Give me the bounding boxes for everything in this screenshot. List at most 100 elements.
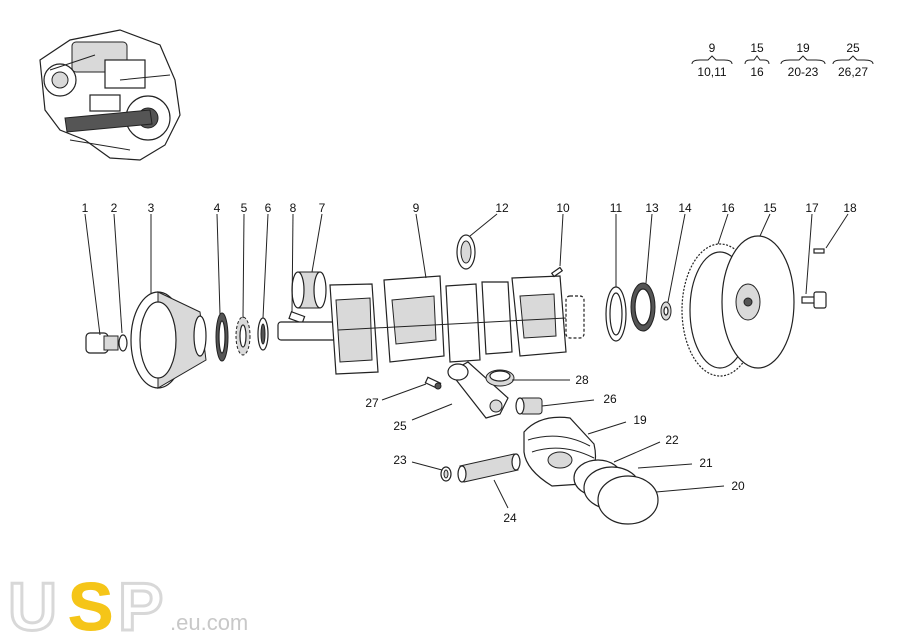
callout-21: 21	[637, 456, 713, 470]
callout-10: 10	[556, 201, 570, 267]
callout-number: 20	[731, 479, 745, 493]
callout-12: 12	[469, 201, 509, 237]
callout-6: 6	[262, 201, 272, 319]
callout-7: 7	[311, 201, 326, 273]
callout-number: 6	[265, 201, 272, 215]
callout-number: 23	[393, 453, 407, 467]
usp-logo: U S P .eu.com	[7, 568, 249, 644]
callout-number: 15	[763, 201, 777, 215]
part-24-piston-pin	[457, 453, 521, 483]
callout-number: 17	[805, 201, 819, 215]
part-15-flywheel	[721, 235, 795, 369]
part-14-bearing	[660, 301, 672, 321]
part-25-connecting-rod	[447, 361, 509, 419]
legend-main-label: 15	[750, 41, 764, 55]
callout-number: 26	[603, 392, 617, 406]
part-9-crankshaft	[277, 275, 585, 375]
callout-number: 1	[82, 201, 89, 215]
callout-number: 3	[148, 201, 155, 215]
engine-thumbnail	[39, 29, 181, 161]
callout-number: 28	[575, 373, 589, 387]
legend-group-19: 19 20-23	[780, 41, 826, 79]
callout-11: 11	[610, 201, 623, 287]
callout-19: 19	[587, 413, 647, 435]
callout-number: 24	[503, 511, 517, 525]
callout-1: 1	[82, 201, 101, 336]
callout-9: 9	[413, 201, 427, 279]
callout-number: 4	[214, 201, 221, 215]
part-26-small-end-bush	[515, 397, 543, 415]
part-27-rod-bolt	[424, 376, 442, 390]
callout-2: 2	[111, 201, 123, 334]
part-28-bearing-shell	[485, 369, 515, 387]
part-5-gear	[235, 316, 251, 356]
legend-main-label: 9	[709, 41, 716, 55]
logo-domain: .eu.com	[170, 610, 248, 635]
part-17-flywheel-bolt	[801, 291, 827, 309]
part-7-bush	[291, 271, 327, 309]
callout-number: 19	[633, 413, 647, 427]
callout-17: 17	[805, 201, 819, 295]
callout-number: 2	[111, 201, 118, 215]
part-2-washer	[118, 334, 128, 352]
part-23-circlip	[440, 466, 452, 482]
part-11-ring	[605, 286, 627, 342]
part-6-spacer	[257, 317, 269, 351]
callout-27: 27	[365, 383, 427, 410]
callout-number: 7	[319, 201, 326, 215]
callout-25: 25	[393, 403, 453, 433]
callout-number: 12	[495, 201, 509, 215]
callout-13: 13	[645, 201, 659, 284]
logo-letter-u: U	[8, 569, 57, 644]
legend-sub-label: 20-23	[788, 65, 819, 79]
callout-number: 27	[365, 396, 379, 410]
part-12-thrust-washer	[456, 234, 476, 270]
callout-23: 23	[393, 453, 443, 471]
logo-letter-p: P	[118, 569, 163, 644]
legend-sub-label: 26,27	[838, 65, 868, 79]
callout-labels: 1 2 3 4 5 6 8 7 9 12 10 11 13 14 16 15 1…	[82, 201, 857, 525]
part-20-oil-ring	[597, 475, 659, 525]
part-3-pulley	[130, 291, 207, 389]
callout-14: 14	[667, 201, 692, 303]
callout-number: 11	[610, 201, 623, 215]
callout-15: 15	[759, 201, 777, 237]
legend-sub-label: 16	[750, 65, 764, 79]
legend-group-25: 25 26,27	[832, 41, 874, 79]
callout-number: 14	[678, 201, 692, 215]
callout-18: 18	[825, 201, 857, 249]
logo-letter-s: S	[68, 569, 113, 644]
callout-number: 22	[665, 433, 679, 447]
callout-number: 16	[721, 201, 735, 215]
part-10-pin	[550, 266, 564, 278]
callout-4: 4	[214, 201, 221, 315]
callout-number: 10	[556, 201, 570, 215]
part-18-dowel	[813, 248, 825, 254]
callout-number: 13	[645, 201, 659, 215]
legend-group-9: 9 10,11	[691, 41, 733, 79]
part-1-pulley-bolt	[85, 332, 119, 354]
parts-drawing	[85, 234, 827, 525]
part-13-oil-seal	[630, 282, 656, 332]
callout-20: 20	[655, 479, 745, 493]
legend-sub-label: 10,11	[697, 65, 726, 79]
callout-24: 24	[493, 479, 517, 525]
callout-number: 5	[241, 201, 248, 215]
callout-number: 18	[843, 201, 857, 215]
legend-main-label: 25	[846, 41, 860, 55]
callout-number: 25	[393, 419, 407, 433]
part-8-key	[288, 311, 306, 324]
part-4-seal	[215, 312, 229, 362]
callout-number: 9	[413, 201, 420, 215]
callout-16: 16	[717, 201, 735, 245]
callout-26: 26	[541, 392, 617, 407]
callout-3: 3	[148, 201, 155, 294]
callout-28: 28	[512, 373, 589, 387]
legend-group-15: 15 16	[744, 41, 770, 79]
legend-main-label: 19	[796, 41, 810, 55]
group-legend: 9 10,11 15 16 19 20-23 25 26,27	[691, 41, 874, 79]
callout-22: 22	[613, 433, 679, 463]
callout-number: 8	[290, 201, 297, 215]
callout-5: 5	[241, 201, 248, 319]
